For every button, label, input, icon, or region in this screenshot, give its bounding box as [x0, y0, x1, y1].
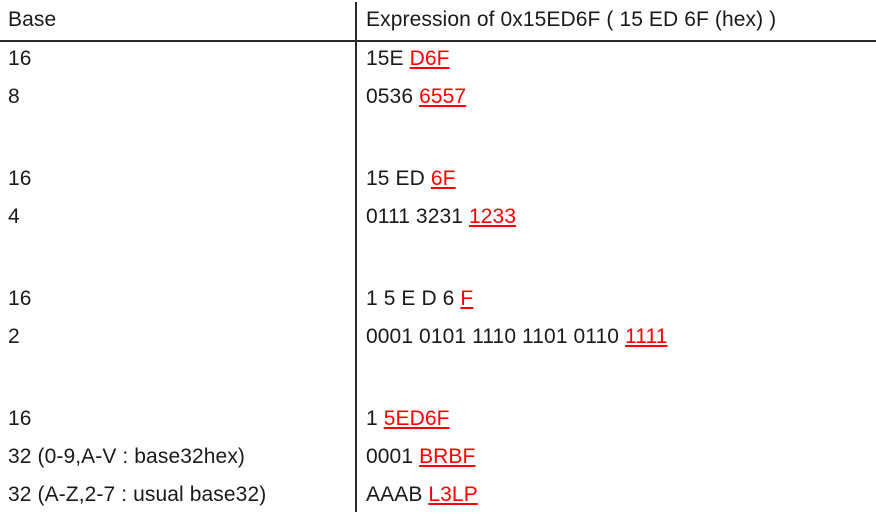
cell-expression: 15 ED 6F: [355, 160, 876, 198]
expression-prefix: 0536: [366, 85, 420, 108]
cell-expression: 0001 0101 1110 1101 0110 1111: [355, 318, 876, 356]
cell-expression: AAAB L3LP: [355, 476, 876, 514]
table-row: 16 1 5 E D 6 F: [0, 280, 876, 318]
expression-highlight: 1233: [469, 205, 517, 228]
expression-prefix: 0001: [366, 445, 420, 468]
base-value: 16: [8, 47, 32, 70]
cell-expression: 0001 BRBF: [355, 438, 876, 476]
cell-base: 32 (0-9,A-V : base32hex): [0, 438, 355, 476]
table-row: 2 0001 0101 1110 1101 0110 1111: [0, 318, 876, 356]
header-label-base: Base: [8, 8, 57, 31]
expression-highlight: F: [460, 287, 474, 310]
cell-expression: 1 5ED6F: [355, 400, 876, 438]
table-row: 4 0111 3231 1233: [0, 198, 876, 236]
expression-highlight: BRBF: [419, 445, 476, 468]
base-value: 8: [8, 85, 20, 108]
expression-highlight: 5ED6F: [383, 407, 450, 430]
cell-expression: 1 5 E D 6 F: [355, 280, 876, 318]
cell-base: 16: [0, 160, 355, 198]
table-row: 32 (A-Z,2-7 : usual base32) AAAB L3LP: [0, 476, 876, 514]
base-value: 16: [8, 167, 32, 190]
expression-highlight: 6F: [430, 167, 456, 190]
table-row: 16 15E D6F: [0, 40, 876, 78]
base-value: 32 (A-Z,2-7 : usual base32): [8, 483, 267, 506]
header-cell-expression: Expression of 0x15ED6F ( 15 ED 6F (hex) …: [355, 0, 876, 40]
table-spacer-row: [0, 116, 876, 160]
table-spacer-row: [0, 356, 876, 400]
expression-highlight: 6557: [419, 85, 467, 108]
table-row: 16 1 5ED6F: [0, 400, 876, 438]
table-header-row: Base Expression of 0x15ED6F ( 15 ED 6F (…: [0, 0, 876, 40]
cell-base: 4: [0, 198, 355, 236]
header-cell-base: Base: [0, 0, 355, 40]
column-divider: [355, 2, 357, 512]
expression-prefix: 0111 3231: [366, 205, 469, 228]
expression-highlight: 1111: [625, 325, 668, 348]
expression-prefix: 1 5 E D 6: [366, 287, 461, 310]
table-row: 8 0536 6557: [0, 78, 876, 116]
cell-base: 16: [0, 400, 355, 438]
base-value: 32 (0-9,A-V : base32hex): [8, 445, 246, 468]
base-value: 2: [8, 325, 20, 348]
cell-base: 16: [0, 280, 355, 318]
header-divider: [0, 40, 876, 42]
cell-expression: 0111 3231 1233: [355, 198, 876, 236]
cell-base: 2: [0, 318, 355, 356]
cell-base: 8: [0, 78, 355, 116]
header-label-expression: Expression of 0x15ED6F ( 15 ED 6F (hex) …: [366, 8, 777, 31]
table-spacer-row: [0, 236, 876, 280]
cell-expression: 0536 6557: [355, 78, 876, 116]
expression-prefix: 0001 0101 1110 1101 0110: [366, 325, 626, 348]
expression-highlight: D6F: [409, 47, 450, 70]
cell-expression: 15E D6F: [355, 40, 876, 78]
cell-base: 16: [0, 40, 355, 78]
expression-prefix: 15 ED: [366, 167, 431, 190]
expression-prefix: 15E: [366, 47, 410, 70]
base-value: 16: [8, 287, 32, 310]
table-row: 16 15 ED 6F: [0, 160, 876, 198]
expression-highlight: L3LP: [428, 483, 478, 506]
table-row: 32 (0-9,A-V : base32hex) 0001 BRBF: [0, 438, 876, 476]
base-value: 4: [8, 205, 20, 228]
base-value: 16: [8, 407, 32, 430]
expression-prefix: 1: [366, 407, 384, 430]
cell-base: 32 (A-Z,2-7 : usual base32): [0, 476, 355, 514]
expression-prefix: AAAB: [366, 483, 429, 506]
